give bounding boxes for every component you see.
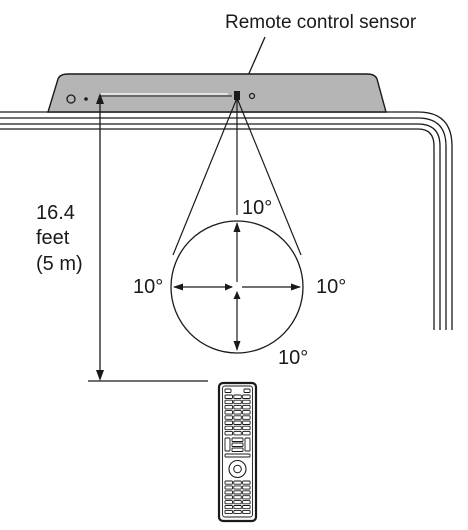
remote-button [233,509,242,515]
remote-button [242,415,251,420]
remote-button [242,420,251,425]
remote-button [233,394,242,399]
remote-button [224,505,233,510]
remote-button [244,437,251,452]
status-dot [84,97,88,101]
remote-button [243,388,251,393]
remote-button [242,500,251,505]
remote-button [231,442,244,447]
remote-button [224,399,233,405]
remote-button [231,447,244,452]
remote-button [242,410,251,415]
remote-sensor-window [234,91,240,100]
distance-value: 16.4 [36,202,75,224]
remote-button [242,480,251,485]
remote-button [224,425,233,431]
remote-body [217,381,258,523]
remote-button [242,394,251,399]
remote-button [233,495,242,500]
remote-button [224,437,231,452]
remote-button [242,490,251,495]
remote-dpad [228,459,247,479]
remote-button [231,437,244,442]
sensor-label: Remote control sensor [225,12,417,33]
remote-button [224,415,233,420]
remote-button [242,495,251,500]
remote-dpad-center [233,464,242,474]
angle-label-bottom: 10° [278,347,308,369]
remote-button [233,425,242,431]
angle-arrowheads [173,222,301,351]
remote-button [233,500,242,505]
remote-button [242,430,251,436]
angle-label-top: 10° [242,197,272,219]
remote-button [224,490,233,495]
remote-button [233,505,242,510]
remote-button [224,509,233,515]
remote-button [233,430,242,436]
remote-button [224,394,233,399]
distance-metric: (5 m) [36,253,83,275]
remote-button [233,485,242,490]
remote-button [233,480,242,485]
remote-button [224,410,233,415]
remote-button [233,415,242,420]
remote-button [233,490,242,495]
remote-button [224,453,251,458]
remote-button [242,485,251,490]
remote-button [242,509,251,515]
remote-button [224,485,233,490]
remote-button [224,420,233,425]
remote-button [242,404,251,410]
remote-control [217,381,258,523]
reception-circle [170,220,304,354]
remote-button [224,430,233,436]
remote-button [224,500,233,505]
remote-button [233,399,242,405]
angle-label-left: 10° [133,276,163,298]
power-indicator [66,94,76,104]
sensor-bar [47,73,387,113]
angle-label-right: 10° [316,276,346,298]
remote-button [224,480,233,485]
tv-frame [0,111,453,330]
light-sensor-dot [248,92,256,100]
remote-button [233,420,242,425]
remote-button [242,425,251,431]
distance-unit: feet [36,227,70,249]
remote-button [224,388,232,393]
remote-button [224,495,233,500]
remote-button [224,404,233,410]
distance-arrow [96,93,104,381]
remote-button [233,410,242,415]
reception-cone [172,97,302,256]
remote-buttons [224,388,251,515]
angle-arrows [174,223,300,350]
remote-button [233,404,242,410]
remote-button [242,505,251,510]
remote-button [242,399,251,405]
